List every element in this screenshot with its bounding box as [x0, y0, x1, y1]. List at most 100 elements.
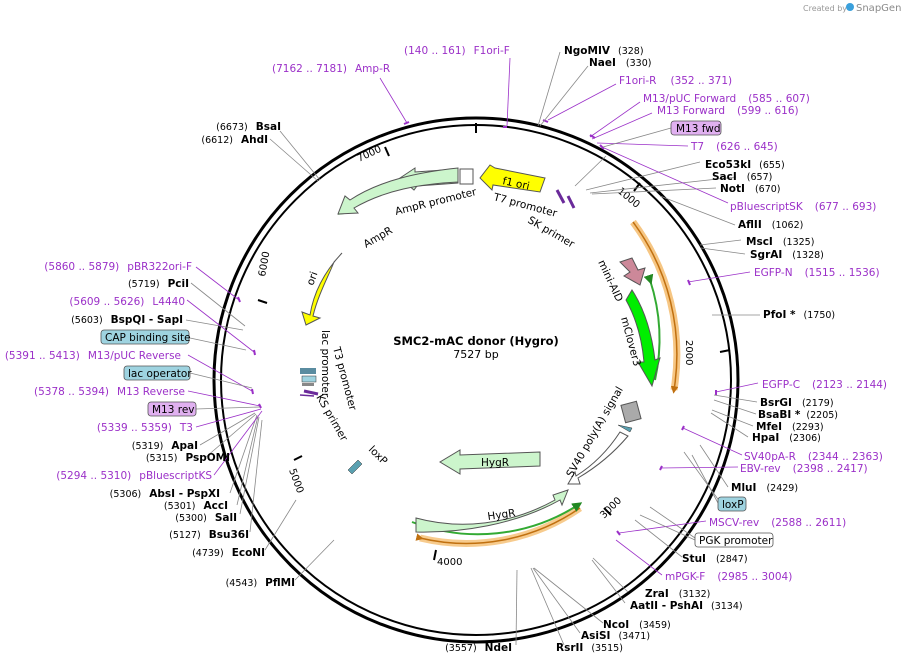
primer-leaders	[186, 57, 759, 576]
lac-region-marks	[299, 368, 319, 397]
hygr-arrow-2	[415, 489, 569, 533]
enzyme-aflii: AflII(1062)	[738, 219, 803, 231]
m13-fwd-label: M13 fwd	[676, 123, 721, 135]
enzyme-bsai: (6673)BsaI	[216, 121, 281, 133]
enzyme-ahdi: (6612)AhdI	[201, 134, 268, 146]
mclover3-arrow	[625, 289, 661, 388]
primer-pbluescriptks: (5294 .. 5310)pBluescriptKS	[56, 470, 212, 482]
enzyme-eco53ki: Eco53kI(655)	[705, 159, 785, 171]
svg-text:SnapGene: SnapGene	[856, 3, 901, 14]
snapgene-credit: Created by SnapGene	[803, 3, 901, 14]
enzyme-sali: (5300)SalI	[175, 512, 237, 524]
primer-f1ori-r: F1ori-R(352 .. 371)	[619, 75, 732, 87]
plasmid-length: 7527 bp	[453, 348, 498, 361]
primer-labels-left: (5860 .. 5879)pBR322ori-F (5609 .. 5626)…	[5, 261, 213, 482]
enzyme-saci: SacI(657)	[712, 171, 772, 183]
primer-mscv-rev: MSCV-rev(2588 .. 2611)	[709, 517, 846, 529]
primer-pbluescriptsk: pBluescriptSK(677 .. 693)	[730, 201, 876, 213]
primer-ebv-rev: EBV-rev(2398 .. 2417)	[740, 463, 868, 475]
t7-promoter-marks	[555, 189, 576, 209]
primer-egfp-n: EGFP-N(1515 .. 1536)	[754, 267, 880, 279]
hygr-arrow-1	[439, 449, 541, 475]
enzyme-labels-left: (3557)NdeI (4543)PflMI (4739)EcoNI (5127…	[71, 121, 512, 654]
enzyme-pcii: (5719)PciI	[128, 278, 189, 290]
primer-t3: (5339 .. 5359)T3	[97, 422, 193, 434]
enzyme-pfoi: PfoI *(1750)	[763, 309, 835, 321]
enzyme-asisi: AsiSI(3471)	[581, 630, 650, 642]
ampr-promoter-box	[459, 168, 474, 185]
primer-m13-forward: M13 Forward(599 .. 616)	[657, 105, 799, 117]
sk-primer-label: SK primer	[526, 214, 577, 251]
hygr-label-2: HygR	[487, 507, 516, 523]
enzyme-bsabi: BsaBI *(2205)	[758, 409, 838, 421]
primer-m13puc-forward: M13/pUC Forward(585 .. 607)	[643, 93, 810, 105]
enzyme-mlui: MluI(2429)	[731, 482, 798, 494]
boxed-feature-labels: M13 fwd loxP PGK promoter CAP binding si…	[100, 120, 774, 548]
sv40-block	[620, 400, 642, 424]
enzyme-acci: (5301)AccI	[164, 500, 228, 512]
loxp-left-mark	[347, 459, 363, 475]
t3-promoter-label: T3 promoter	[330, 345, 359, 413]
tick-2000: 2000	[683, 340, 694, 365]
enzyme-mfei: MfeI(2293)	[756, 421, 824, 433]
enzyme-ndei: (3557)NdeI	[445, 642, 512, 654]
f1-ori-arrow	[479, 164, 546, 193]
pgk-promoter-box	[694, 532, 774, 548]
lac-promoter-label: lac promoter	[319, 330, 331, 398]
pgk-promoter-label: PGK promoter	[699, 535, 773, 547]
enzyme-naei: NaeI(330)	[589, 57, 651, 69]
enzyme-msci: MscI(1325)	[746, 236, 814, 248]
tick-6000: 6000	[257, 251, 272, 278]
enzyme-econi: (4739)EcoNI	[192, 547, 265, 559]
enzyme-stui: StuI(2847)	[682, 553, 748, 565]
primer-m13puc-reverse: (5391 .. 5413)M13/pUC Reverse	[5, 350, 181, 362]
ring-ticks	[257, 123, 731, 561]
enzyme-pflmi: (4543)PflMI	[226, 577, 295, 589]
enzyme-hpai: HpaI(2306)	[752, 432, 821, 444]
primer-t7: T7(626 .. 645)	[690, 141, 778, 153]
enzyme-aatii: AatII - PshAI(3134)	[630, 600, 743, 612]
ori-arrow	[301, 252, 343, 326]
lac-operator-label: lac operator	[128, 368, 192, 380]
m13-fwd-box	[670, 120, 722, 136]
loxp-right-box	[717, 496, 747, 512]
lac-operator-box	[123, 365, 191, 381]
primer-sv40pa-r: SV40pA-R(2344 .. 2363)	[744, 451, 883, 463]
ampr-promoter-label: AmpR promoter	[394, 186, 479, 218]
tick-7000: 7000	[356, 144, 384, 165]
primer-m13-reverse: (5378 .. 5394)M13 Reverse	[34, 386, 185, 398]
sv40-polya-arrow	[567, 431, 629, 485]
tick-3000: 3000	[598, 495, 624, 521]
enzyme-ngomiv: NgoMIV(328)	[564, 45, 644, 57]
primer-egfp-c: EGFP-C(2123 .. 2144)	[762, 379, 887, 391]
m13-rev-label: M13 rev	[152, 404, 195, 416]
sv40-mark	[617, 424, 633, 433]
enzyme-bspqi: (5603)BspQI - SapI	[71, 314, 183, 326]
hygr-label-1: HygR	[481, 457, 509, 469]
primer-mpgk-f: mPGK-F(2985 .. 3004)	[665, 571, 792, 583]
enzyme-apai: (5319)ApaI	[132, 440, 198, 452]
tick-5000: 5000	[286, 467, 305, 495]
ampr-arrow	[337, 167, 459, 215]
enzyme-bsu36i: (5127)Bsu36I	[169, 529, 249, 541]
loxp-right-label: loxP	[722, 499, 744, 511]
enzyme-zrai: ZraI(3132)	[645, 588, 710, 600]
loxp-left-label: loxP	[366, 444, 390, 468]
m13-rev-box	[147, 401, 197, 417]
cap-binding-label: CAP binding site	[105, 332, 191, 344]
tick-4000: 4000	[437, 557, 462, 568]
mini-aid-arrow	[619, 257, 646, 286]
enzyme-pspomi: (5315)PspOMI	[146, 452, 230, 464]
mini-aid-label: mini-AID	[595, 258, 625, 304]
enzyme-bsrgi: BsrGI(2179)	[760, 397, 834, 409]
ampr-label: AmpR	[362, 225, 395, 251]
primer-amp-r: (7162 .. 7181)Amp-R	[272, 63, 390, 75]
ori-label: ori	[305, 270, 321, 287]
enzyme-labels-right: NgoMIV(328) NaeI(330) Eco53kI(655) SacI(…	[556, 45, 838, 654]
leader-lines	[185, 51, 760, 646]
primer-pbr322ori-f: (5860 .. 5879)pBR322ori-F	[44, 261, 192, 273]
t7-promoter-label: T7 promoter	[491, 191, 559, 220]
plasmid-title: SMC2-mAC donor (Hygro)	[393, 334, 559, 348]
primer-labels-right: (140 .. 161)F1ori-F (7162 .. 7181)Amp-R …	[272, 45, 887, 583]
